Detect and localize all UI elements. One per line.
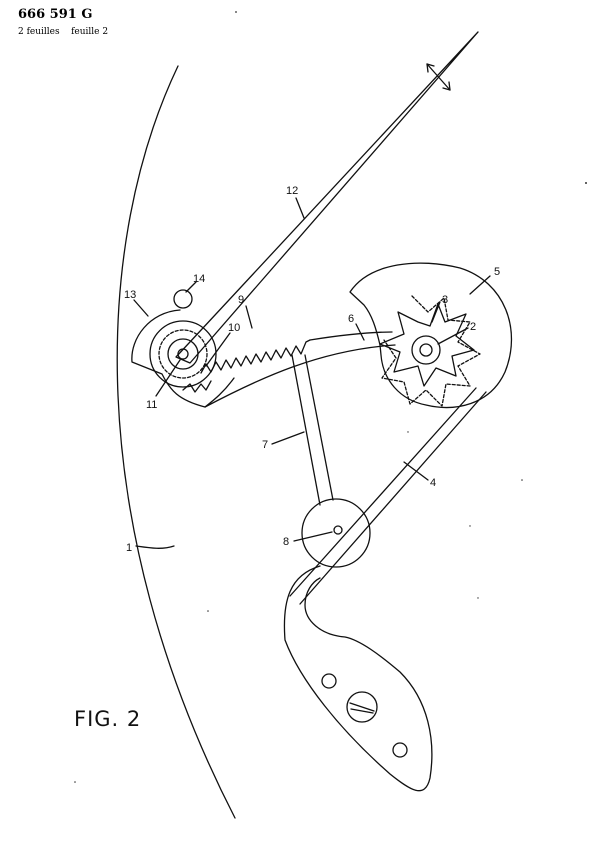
- leader-1: [135, 545, 175, 549]
- hand-pinion-outer: [149, 320, 217, 388]
- leader-5: [469, 275, 491, 295]
- ref-6: 6: [348, 313, 354, 325]
- pivot-8-hole: [333, 525, 343, 535]
- leader-2: [437, 327, 469, 345]
- leader-12: [295, 197, 305, 219]
- leader-7: [271, 431, 305, 445]
- ref-2: 2: [470, 321, 476, 333]
- lower-plate-hole-top: [321, 673, 337, 689]
- figure-label: FIG. 2: [74, 707, 142, 731]
- hand-motion-arrowhead-bottom: [442, 81, 451, 91]
- lever-arm-7: [291, 354, 334, 506]
- leader-14: [185, 281, 197, 293]
- leader-8: [293, 531, 333, 542]
- pin-14: [173, 289, 193, 309]
- lower-plate-screw-slot: [349, 702, 375, 714]
- leader-3: [431, 301, 441, 323]
- ref-3: 3: [442, 294, 448, 306]
- ref-1: 1: [126, 542, 132, 554]
- lower-plate-hole-bottom: [392, 742, 408, 758]
- leader-10: [205, 332, 231, 367]
- hand-motion-arrowhead-top: [426, 63, 435, 73]
- ref-4: 4: [430, 477, 436, 489]
- rack-teeth: [182, 380, 212, 393]
- lower-plate-screw: [346, 691, 378, 723]
- spring-4: [289, 387, 487, 605]
- sheet-info: 2 feuilles feuille 2: [18, 27, 109, 37]
- lower-plate: [283, 565, 433, 792]
- ref-9: 9: [238, 294, 244, 306]
- hand-12: [175, 31, 479, 364]
- hand-pinion-inner: [167, 338, 199, 370]
- scan-specks: [74, 11, 587, 783]
- star-wheel-dashed: [381, 295, 481, 407]
- leader-6: [355, 323, 365, 341]
- leader-13: [133, 299, 149, 317]
- cam-disc-5: [349, 262, 513, 409]
- lever-arm-6-upper: [309, 331, 393, 341]
- hand-pinion-ring: [158, 329, 208, 379]
- base-plate-outline: [116, 65, 236, 819]
- star-wheel-3: [379, 303, 475, 387]
- ref-11: 11: [146, 399, 157, 411]
- ref-14: 14: [193, 273, 205, 285]
- ref-5: 5: [494, 266, 500, 278]
- leader-4: [403, 461, 429, 481]
- leader-9: [245, 305, 253, 329]
- patent-number: 666 591 G: [18, 7, 93, 22]
- ref-12: 12: [286, 185, 298, 197]
- hand-pinion-center: [177, 348, 189, 360]
- leader-11: [155, 359, 181, 397]
- star-wheel-hub: [411, 335, 441, 365]
- ref-13: 13: [124, 289, 136, 301]
- ref-7: 7: [262, 439, 268, 451]
- hand-motion-arrow: [426, 63, 451, 91]
- ref-10: 10: [228, 322, 240, 334]
- lever-arm-6: [204, 344, 396, 408]
- ref-8: 8: [283, 536, 289, 548]
- star-wheel-center: [419, 343, 433, 357]
- rack-spring-9: [200, 339, 311, 374]
- pinion-sector-13: [131, 309, 235, 408]
- pivot-disc-8: [301, 498, 371, 568]
